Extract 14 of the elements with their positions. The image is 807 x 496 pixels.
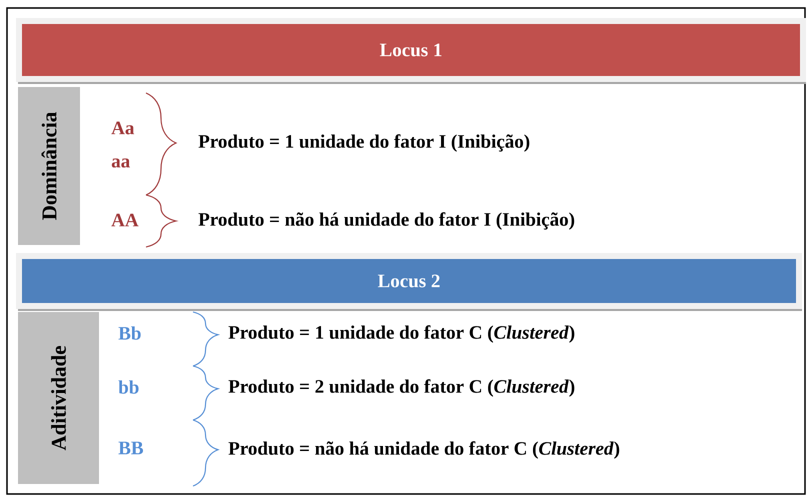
genotype-label: Aa [111, 122, 134, 134]
genotype-label: AA [111, 214, 138, 226]
header-band: Locus 1 [16, 18, 806, 84]
product-text: Produto = não há unidade do fator I (Inibição) [198, 212, 574, 230]
product-text: Produto = 2 unidade do fator C (Clustered) [228, 379, 574, 397]
product-text: Produto = 1 unidade do fator I (Inibição) [198, 134, 530, 152]
genotype-label: BB [118, 442, 144, 454]
genotype-label: aa [112, 158, 130, 168]
genotype-label: Bb [118, 326, 141, 340]
product-text: Produto = não há unidade do fator C (Clustered) [228, 441, 620, 459]
side-band: Dominância [18, 87, 80, 245]
genotype-label: bb [118, 380, 139, 394]
side-band: Aditividade [18, 312, 99, 484]
header-band: Locus 2 [16, 253, 802, 311]
